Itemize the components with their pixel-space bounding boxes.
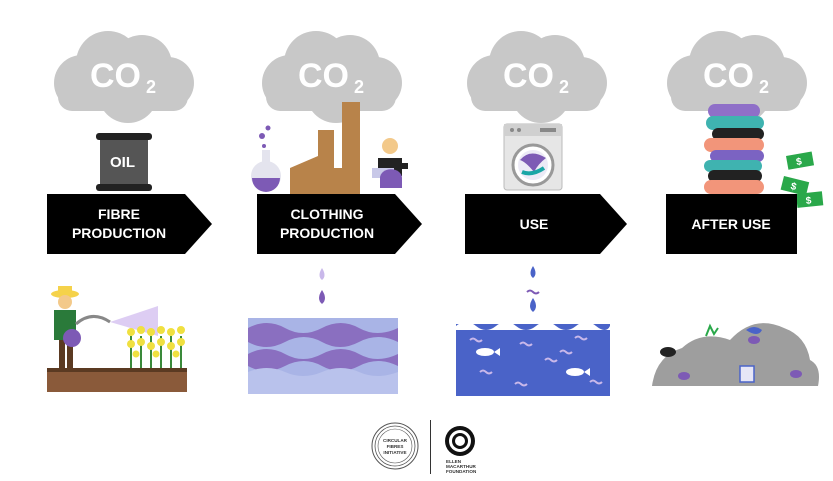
logo-text: FOUNDATION bbox=[446, 469, 477, 474]
lab-flask-icon bbox=[251, 125, 281, 192]
co2-cloud-use: CO 2 bbox=[467, 31, 607, 123]
stage-banner-use: USE bbox=[465, 194, 627, 254]
stage-banner-clothing-production: CLOTHING PRODUCTION bbox=[257, 194, 422, 254]
ellen-macarthur-foundation-logo: ELLEN MACARTHUR FOUNDATION bbox=[445, 426, 477, 474]
logo-text: INITIATIVE bbox=[383, 450, 406, 455]
clothes-pile-icon bbox=[704, 104, 764, 194]
dollar-sign: $ bbox=[795, 156, 803, 168]
dollar-sign: $ bbox=[789, 181, 797, 193]
co2-subscript: 2 bbox=[759, 77, 769, 97]
co2-cloud-fibre: CO 2 bbox=[54, 31, 194, 123]
banner-line: AFTER USE bbox=[691, 216, 770, 232]
co2-label: CO bbox=[703, 57, 754, 95]
banner-line: PRODUCTION bbox=[72, 225, 166, 241]
co2-subscript: 2 bbox=[146, 77, 156, 97]
factory-icon bbox=[290, 102, 360, 194]
logo-text: CIRCULAR bbox=[383, 438, 408, 443]
co2-label: CO bbox=[90, 57, 141, 95]
banner-line: FIBRE bbox=[98, 206, 140, 222]
garment-worker-icon bbox=[372, 138, 408, 188]
logo-text: MACARTHUR bbox=[446, 464, 477, 469]
farmer-spraying-crops-icon bbox=[47, 286, 187, 392]
microfibre-water-icon bbox=[456, 266, 610, 396]
banner-line: PRODUCTION bbox=[280, 225, 374, 241]
landfill-icon bbox=[652, 323, 819, 386]
water-pollution-production-icon bbox=[248, 268, 398, 394]
banner-line: CLOTHING bbox=[290, 206, 363, 222]
logo-text: FIBRES bbox=[387, 444, 404, 449]
banner-line: USE bbox=[520, 216, 549, 232]
logo-text: ELLEN bbox=[446, 459, 462, 464]
stage-banner-fibre-production: FIBRE PRODUCTION bbox=[47, 194, 212, 254]
co2-label: CO bbox=[298, 57, 349, 95]
money-bills-icon: $ $ $ bbox=[780, 151, 824, 208]
co2-subscript: 2 bbox=[559, 77, 569, 97]
oil-barrel-icon: OIL bbox=[96, 133, 152, 191]
dollar-sign: $ bbox=[805, 195, 812, 207]
logo-divider bbox=[430, 420, 431, 474]
co2-subscript: 2 bbox=[354, 77, 364, 97]
washing-machine-icon bbox=[503, 123, 563, 191]
co2-label: CO bbox=[503, 57, 554, 95]
stage-banner-after-use: AFTER USE bbox=[666, 194, 797, 254]
circular-fibres-initiative-logo: CIRCULAR FIBRES INITIATIVE bbox=[371, 422, 419, 470]
oil-label: OIL bbox=[110, 154, 135, 171]
co2-cloud-clothing: CO 2 bbox=[262, 31, 402, 123]
